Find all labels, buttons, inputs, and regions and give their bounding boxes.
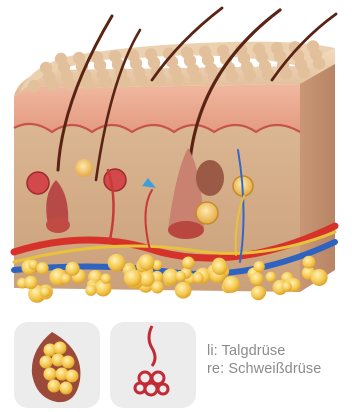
surface-bump [307, 40, 319, 52]
sweat-gland-coil-mid [104, 169, 126, 191]
sebaceous-cell [66, 370, 79, 383]
follicle-bulb-center [168, 221, 204, 239]
surface-bump [181, 47, 193, 59]
surface-bump [145, 48, 157, 60]
fat-cell [311, 269, 328, 286]
fat-cell [254, 261, 265, 272]
surface-bump [28, 80, 40, 92]
sebaceous-cell [60, 382, 73, 395]
fat-cell [24, 276, 38, 290]
surface-bump [271, 42, 283, 54]
fat-cell [60, 274, 70, 284]
thumbnail-sebaceous-gland [14, 322, 100, 408]
fat-cell [85, 285, 96, 296]
surface-bump [109, 50, 121, 62]
fat-cell [250, 272, 264, 286]
follicle-bulb-left [46, 217, 70, 233]
surface-bump [40, 62, 52, 74]
sebaceous-cell [48, 380, 61, 393]
surface-bump [217, 45, 229, 57]
fat-cell [212, 260, 227, 275]
sebaceous-cell [54, 342, 67, 355]
lamellar-corpuscle-1 [196, 202, 218, 224]
thumbnail-sweat-gland [110, 322, 196, 408]
fat-cell [175, 271, 186, 282]
fat-cell [108, 254, 126, 272]
sweat-gland-coil-left [27, 172, 49, 194]
fat-cell [124, 269, 142, 287]
fat-cell [40, 287, 51, 298]
fat-cell [36, 262, 48, 274]
fat-cell [302, 256, 315, 269]
surface-bump [55, 53, 67, 65]
fat-cell [65, 262, 79, 276]
surface-bump [253, 43, 265, 55]
fat-cell [282, 281, 292, 291]
sebaceous-gland-left [75, 159, 93, 177]
fat-cell [193, 272, 204, 283]
fat-cell [138, 254, 154, 270]
surface-bump [73, 52, 85, 64]
sebaceous-cell [44, 368, 57, 381]
fat-cell [101, 273, 112, 284]
caption-sebaceous-gland: li: Talgdrüse [207, 343, 285, 359]
surface-bump [199, 46, 211, 58]
caption-sweat-gland: re: Schweißdrüse [207, 361, 321, 377]
sebaceous-gland [196, 160, 224, 196]
fat-cell [266, 272, 277, 283]
fat-cell [223, 276, 240, 293]
sebaceous-cell [62, 356, 75, 369]
fat-cell [182, 257, 195, 270]
fat-cell [251, 286, 265, 300]
fat-cell [175, 282, 192, 299]
sebaceous-cell [40, 356, 53, 369]
